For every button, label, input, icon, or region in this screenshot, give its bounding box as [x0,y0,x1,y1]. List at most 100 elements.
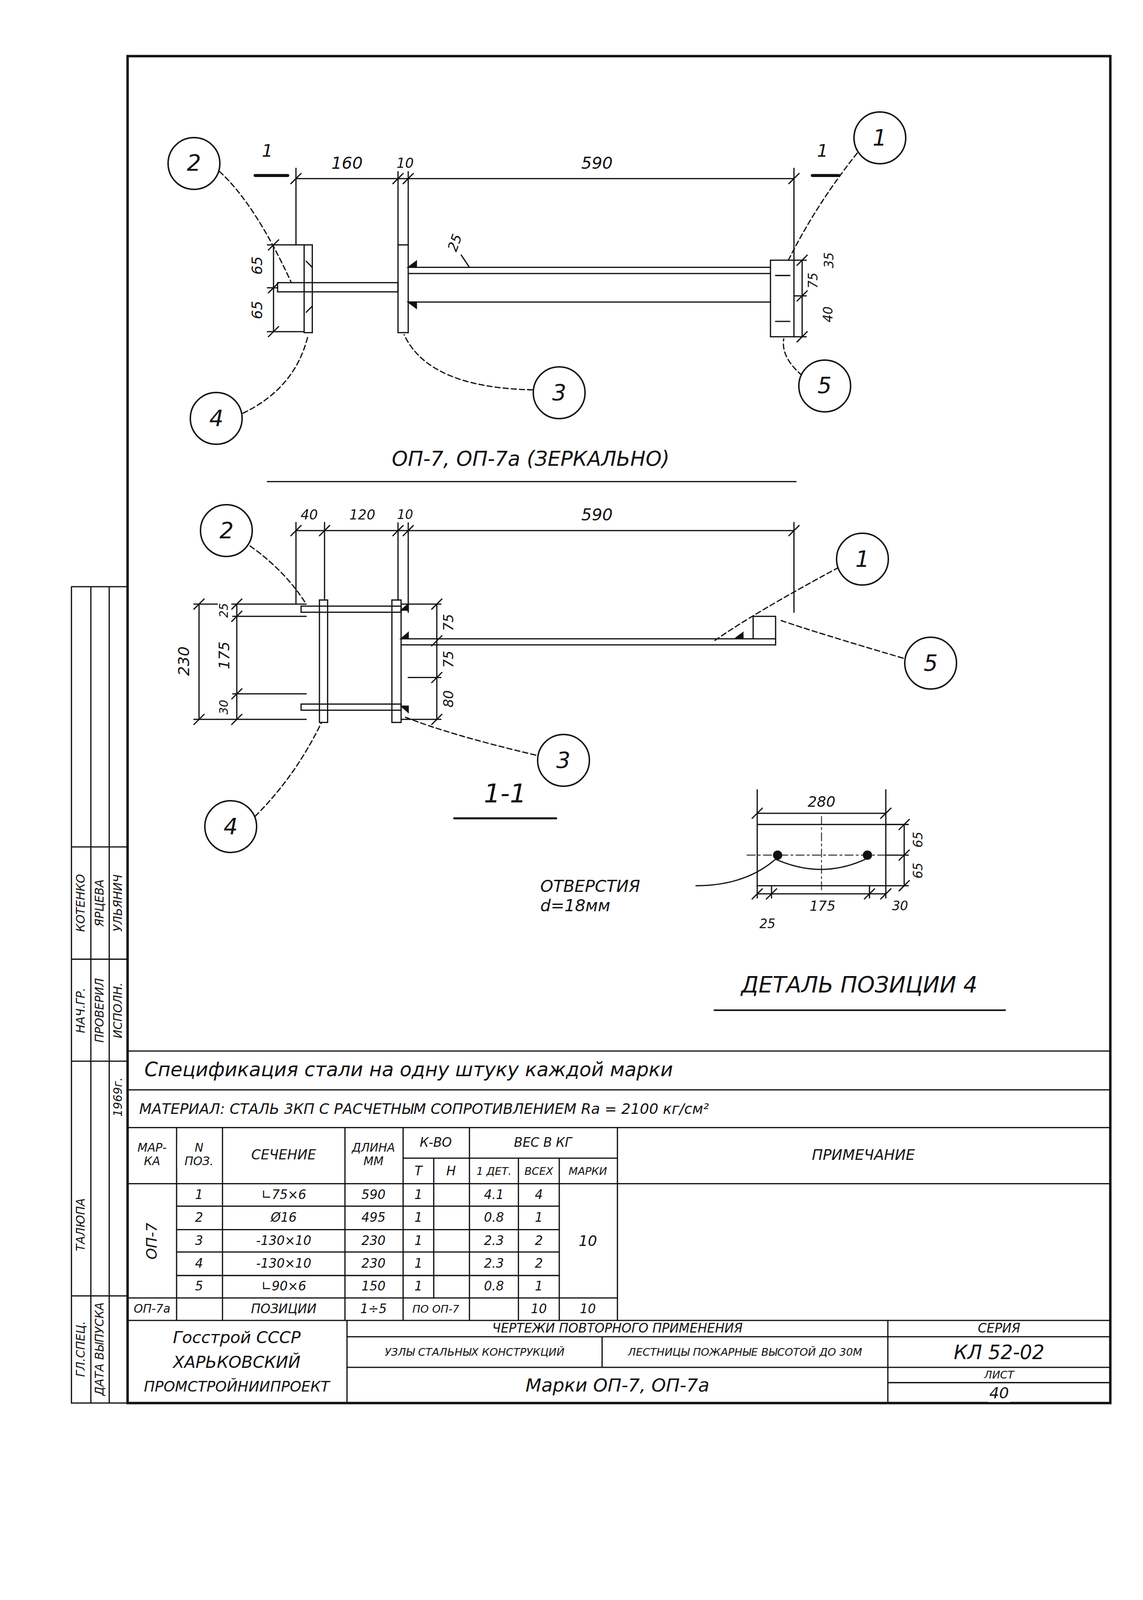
drawing-label: ПРОМСТРОЙНИИПРОЕКТ [142,1378,332,1396]
drawing-label: 25 [444,230,466,255]
drawing-label: 65 [911,830,926,850]
callout-circle: 3 [532,366,586,420]
drawing-label: 75 [441,612,457,633]
drawing-label: СЕРИЯ [976,1321,1023,1336]
section-view [296,522,795,613]
callout-leader [254,722,322,817]
drawing-label: 1 [260,141,275,162]
drawing-label: МАРКИ [567,1165,609,1178]
assembly-plan [296,168,795,261]
section-view [231,598,307,725]
drawing-label: КЛ 52-02 [952,1341,1046,1364]
section-view [436,604,438,720]
drawing-label: ОП-7, ОП-7а (ЗЕРКАЛЬНО) [390,447,671,471]
drawing-label: 40 [987,1384,1011,1403]
drawing-label: 590 [579,153,615,173]
section-view [454,817,557,820]
drawing-label: ЯРЦЕВА [93,877,107,929]
assembly-plan [408,267,771,303]
drawing-label: 120 [347,507,377,523]
callout-leader [250,546,307,605]
drawing-label: УЗЛЫ СТАЛЬНЫХ КОНСТРУКЦИЙ [383,1346,566,1359]
section-view [193,604,307,720]
callout-number: 2 [186,150,201,176]
callout-number: 3 [556,748,571,773]
spec-table-grid [127,1051,1111,1184]
drawing-label: Н [445,1164,458,1179]
callout-number: 1 [855,547,870,572]
drawing-label: 80 [441,688,457,710]
drawing-label: 1÷5 [358,1302,389,1317]
callout-number: 1 [872,125,887,151]
drawing-label: Спецификация стали на одну штуку каждой … [142,1058,675,1081]
callout-leader [219,171,292,282]
drawing-label: 590 [359,1187,387,1203]
detail-plate [714,1009,1006,1011]
drawing-label: 1 [533,1210,545,1226]
section-view [300,704,401,711]
drawing-label: 590 [579,505,615,525]
callout-number: 4 [223,814,238,840]
drawing-label: 230 [174,645,193,678]
drawing-label: К-ВО [418,1135,454,1151]
drawing-label: 150 [359,1279,387,1295]
callout-leader [714,567,839,641]
drawing-label: 2.3 [482,1233,505,1249]
section-view [193,522,800,819]
section-view [296,530,795,532]
spec-table-grid [127,1051,1111,1321]
drawing-label: 4 [193,1256,205,1272]
callout-circle: 5 [904,636,958,690]
drawing-label: 10 [529,1302,549,1317]
drawing-label: ОТВЕРСТИЯ d=18мм [538,876,692,915]
callout-circle: 4 [189,391,243,446]
drawing-label: 1 [413,1233,425,1249]
assembly-plan [296,178,795,180]
drawing-label: ПРОВЕРИЛ [93,976,107,1045]
drawing-label: СЕЧЕНИЕ [250,1147,318,1163]
drawing-label: ХАРЬКОВСКИЙ [171,1352,302,1372]
detail-plate [696,789,1006,1011]
section-view [431,598,442,725]
callout-circle: 2 [199,504,253,558]
drawing-label: ∟75×6 [259,1187,308,1203]
drawing-label: 30 [217,698,232,717]
drawing-label: 160 [329,153,365,173]
callout-number: 5 [923,651,938,676]
drawing-label: ТАЛЮПА [74,1196,89,1253]
sheet-frame [71,56,1111,1404]
assembly-plan [797,254,808,342]
callout-number: 4 [209,406,224,431]
drawing-label: ЛИСТ [982,1368,1016,1381]
callout-circle: 4 [204,800,258,854]
section-view [198,604,200,720]
section-view [391,600,401,723]
drawing-label: 40 [821,304,836,324]
assembly-plan [254,174,839,178]
assembly-plan [770,260,795,337]
detail-plate [752,889,891,900]
section-view [400,604,409,713]
assembly-plan [398,244,409,333]
drawing-label: Госстрой СССР [171,1328,302,1348]
callout-number: 5 [817,373,832,399]
detail-plate [757,812,886,815]
callout-leader [787,152,858,262]
title-block-grid [346,1320,1111,1404]
drawing-label: 1 [193,1187,205,1203]
detail-plate [863,850,872,860]
drawing-label: -130×10 [254,1256,313,1272]
drawing-label: 10 [577,1232,599,1250]
assembly-plan [306,261,417,312]
drawing-label: 1 [413,1256,425,1272]
drawing-label: 175 [808,898,837,914]
section-view [753,616,776,645]
drawing-label: ЛЕСТНИЦЫ ПОЖАРНЫЕ ВЫСОТОЙ ДО 30М [626,1346,864,1359]
callout-leader [242,334,309,414]
drawing-label: 65 [248,254,266,276]
drawing-label: МАР-КА [129,1142,175,1169]
callout-circle: 5 [798,359,852,413]
spec-table-grid [127,1206,1111,1321]
drawing-label: ВСЕХ [522,1165,555,1178]
drawing-label: 2.3 [482,1256,505,1272]
